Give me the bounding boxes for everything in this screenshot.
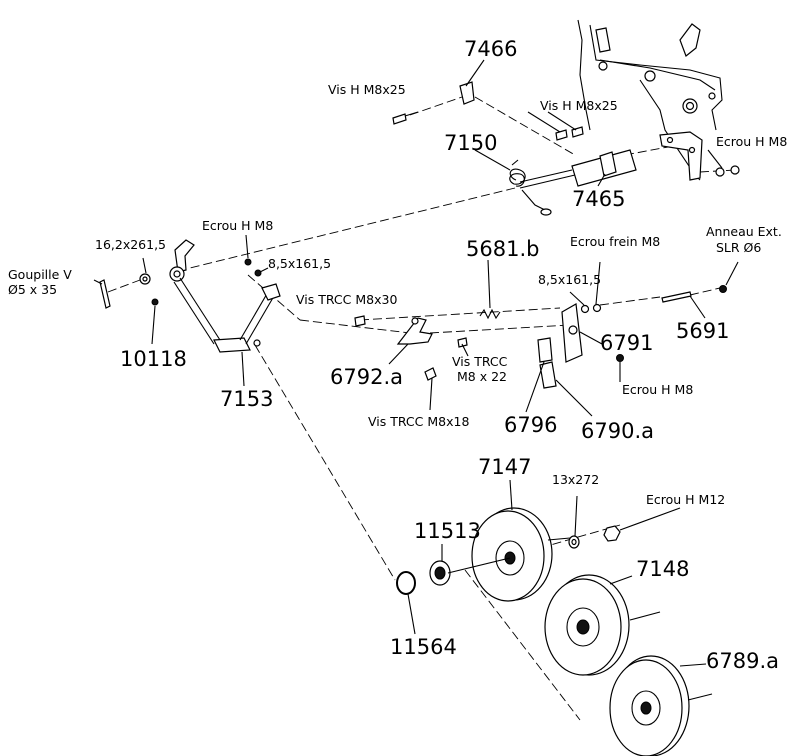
hardware: [99, 81, 740, 389]
label-6789a: 6789.a: [706, 649, 779, 673]
label-ecrou-h-m12: Ecrou H M12: [646, 492, 725, 507]
label-anneau-ext: Anneau Ext.: [706, 224, 782, 239]
label-6791: 6791: [600, 331, 653, 355]
dashed-leaders: [107, 96, 736, 721]
label-vis-h-m8x25-right: Vis H M8x25: [540, 98, 618, 113]
label-7148: 7148: [636, 557, 689, 581]
label-vis-trcc-m8x22-b: M8 x 22: [457, 369, 507, 384]
label-vis-trcc-m8x30: Vis TRCC M8x30: [296, 292, 397, 307]
label-7150: 7150: [444, 131, 497, 155]
label-6790a: 6790.a: [581, 419, 654, 443]
label-washer-16-2: 16,2x261,5: [95, 237, 166, 252]
leader-lines: [93, 59, 739, 667]
wheels: [396, 507, 713, 756]
frame-bracket: [577, 19, 723, 181]
label-ecrou-h-m8-top: Ecrou H M8: [716, 134, 787, 149]
label-5691: 5691: [676, 319, 729, 343]
label-6796: 6796: [504, 413, 557, 437]
label-5681b: 5681.b: [466, 237, 539, 261]
label-goupille-v: Goupille V: [8, 267, 72, 282]
label-7466: 7466: [464, 37, 517, 61]
label-11564: 11564: [390, 635, 457, 659]
label-11513: 11513: [414, 519, 481, 543]
label-vis-trcc-m8x22-a: Vis TRCC: [452, 354, 508, 369]
label-goupille-size: Ø5 x 35: [8, 282, 57, 297]
label-10118: 10118: [120, 347, 187, 371]
labels: 7466 Vis H M8x25 Vis H M8x25 7150 Ecrou …: [8, 37, 787, 673]
label-washer-8-5-right: 8,5x161,5: [538, 272, 601, 287]
label-ecrou-frein-m8: Ecrou frein M8: [570, 234, 660, 249]
label-washer-13: 13x272: [552, 472, 599, 487]
label-ecrou-h-m8-left: Ecrou H M8: [202, 218, 273, 233]
label-ecrou-h-m8-right: Ecrou H M8: [622, 382, 693, 397]
pedal-7153: [169, 239, 281, 353]
label-washer-8-5-left: 8,5x161,5: [268, 256, 331, 271]
label-7147: 7147: [478, 455, 531, 479]
label-vis-trcc-m8x18: Vis TRCC M8x18: [368, 414, 469, 429]
label-anneau-slr: SLR Ø6: [716, 240, 761, 255]
label-6792a: 6792.a: [330, 365, 403, 389]
label-7153: 7153: [220, 387, 273, 411]
label-vis-h-m8x25-left: Vis H M8x25: [328, 82, 406, 97]
label-7465: 7465: [572, 187, 625, 211]
